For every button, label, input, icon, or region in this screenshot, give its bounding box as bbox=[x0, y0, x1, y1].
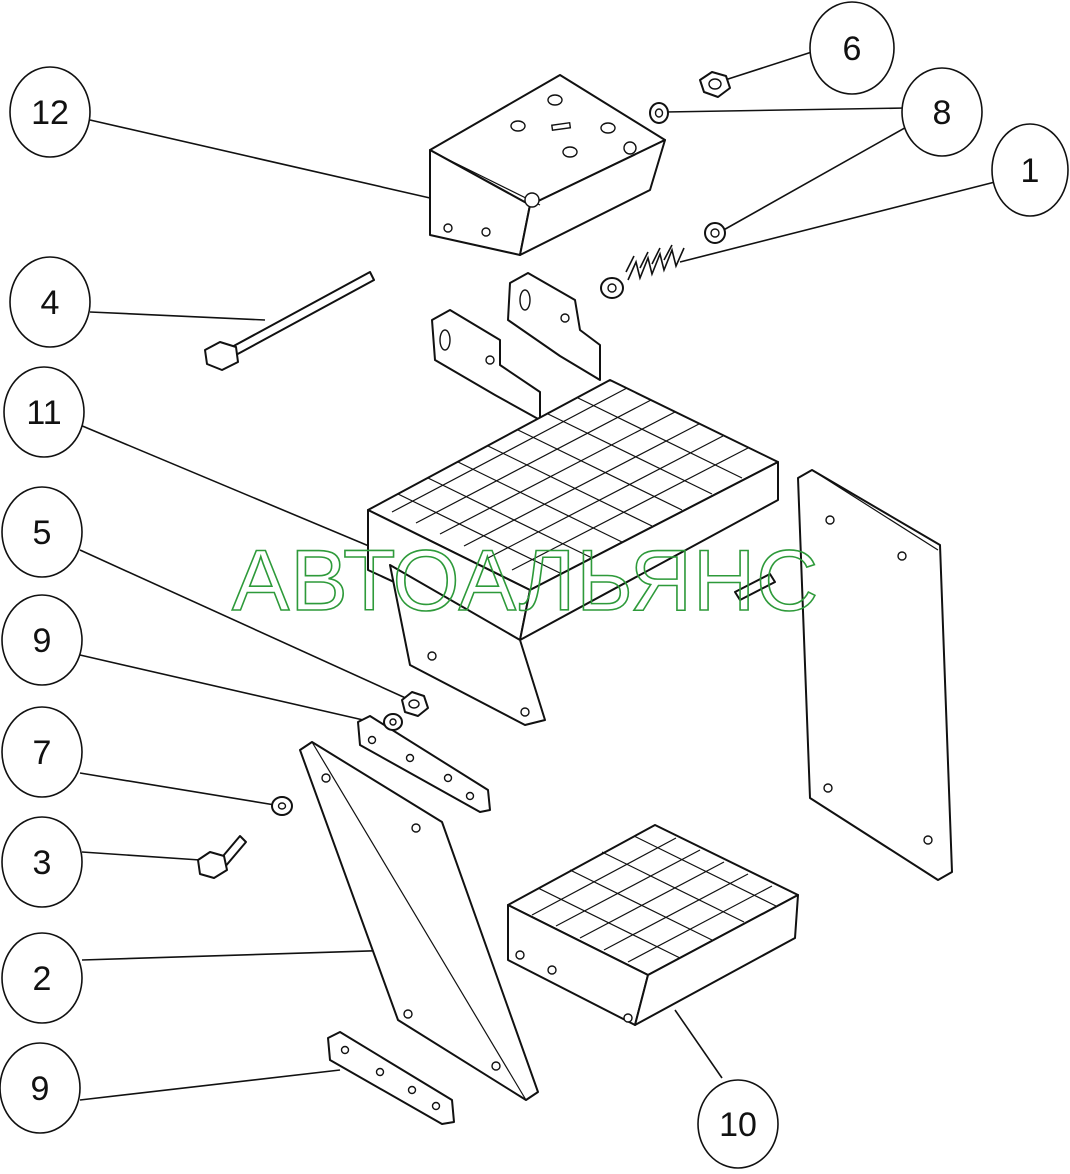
callout-10: 10 bbox=[697, 1079, 779, 1169]
part-4-long-bolt bbox=[204, 271, 375, 371]
callout-6: 6 bbox=[809, 1, 895, 95]
callout-8: 8 bbox=[901, 67, 983, 157]
callout-2: 2 bbox=[1, 932, 83, 1024]
callout-2-label: 2 bbox=[33, 960, 52, 998]
callout-1: 1 bbox=[991, 123, 1069, 217]
callout-5-label: 5 bbox=[33, 514, 52, 552]
part-10-lower-step bbox=[507, 824, 799, 1026]
callout-4-label: 4 bbox=[41, 284, 60, 322]
callout-8-label: 8 bbox=[933, 94, 952, 132]
callout-9-lower: 9 bbox=[0, 1042, 81, 1134]
part-2-large-plate bbox=[299, 741, 539, 1101]
callout-11: 11 bbox=[3, 366, 85, 458]
callout-4: 4 bbox=[9, 256, 91, 348]
callout-7-label: 7 bbox=[33, 734, 52, 772]
part-3-short-bolt bbox=[197, 835, 247, 879]
callout-3: 3 bbox=[1, 816, 83, 908]
lower-step-grating bbox=[531, 835, 777, 963]
callout-9-upper: 9 bbox=[1, 594, 83, 686]
callout-9-upper-label: 9 bbox=[33, 622, 52, 660]
watermark-text: АВТОАЛЬЯНС bbox=[232, 533, 819, 629]
part-9-upper-strip bbox=[357, 713, 491, 813]
part-1-spring bbox=[625, 244, 685, 281]
callout-9-lower-label: 9 bbox=[31, 1070, 50, 1108]
callout-5: 5 bbox=[1, 486, 83, 578]
part-9-lower-strip bbox=[327, 1031, 455, 1125]
part-12-top-bracket bbox=[429, 74, 666, 256]
part-7-washer bbox=[271, 796, 293, 816]
callout-7: 7 bbox=[1, 706, 83, 798]
part-11-main-step bbox=[367, 272, 779, 726]
callout-12: 12 bbox=[9, 66, 91, 158]
callout-1-label: 1 bbox=[1021, 152, 1040, 190]
callout-11-label: 11 bbox=[26, 394, 61, 432]
callout-10-label: 10 bbox=[719, 1106, 757, 1144]
callout-12-label: 12 bbox=[31, 94, 69, 132]
part-6-nut bbox=[699, 71, 731, 98]
callout-3-label: 3 bbox=[33, 844, 52, 882]
leader-lines bbox=[79, 49, 996, 1101]
part-8-washers bbox=[600, 102, 726, 299]
part-5-nut bbox=[401, 691, 429, 717]
side-plate-right bbox=[797, 469, 953, 881]
main-step-grating bbox=[391, 387, 749, 575]
callout-6-label: 6 bbox=[843, 30, 862, 68]
